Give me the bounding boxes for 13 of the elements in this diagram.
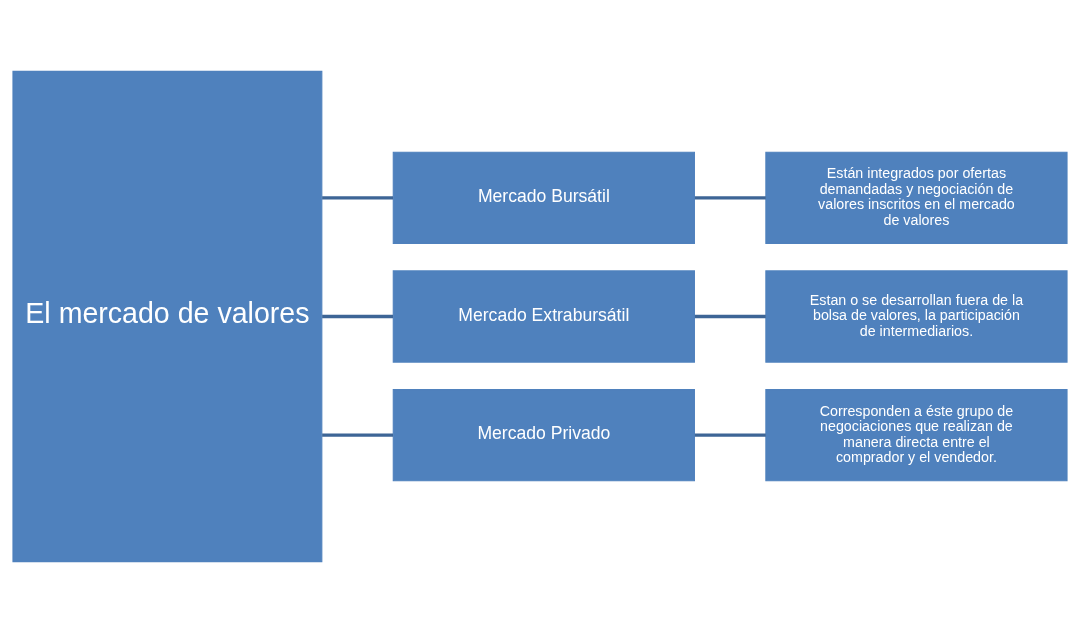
- connector: [322, 195, 394, 199]
- node-box: Mercado Bursátil: [392, 151, 695, 244]
- connector: [322, 314, 394, 318]
- node-box: Mercado Privado: [392, 388, 695, 481]
- node-box: Mercado Extrabursátil: [392, 269, 695, 363]
- connector: [694, 195, 766, 199]
- connector: [694, 314, 766, 318]
- connector: [322, 433, 394, 437]
- node-box: Estan o se desarrollan fuera de la bolsa de valores, la participación de intermediarios.: [765, 269, 1068, 363]
- connector: [694, 433, 766, 437]
- node-box: El mercado de valores: [12, 70, 323, 562]
- node-box: Corresponden a éste grupo de negociaciones que realizan de manera directa entre el comprador y el vendedor.: [765, 388, 1068, 481]
- node-box: Están integrados por ofertas demandadas y negociación de valores inscritos en el mercado de valores: [765, 151, 1068, 244]
